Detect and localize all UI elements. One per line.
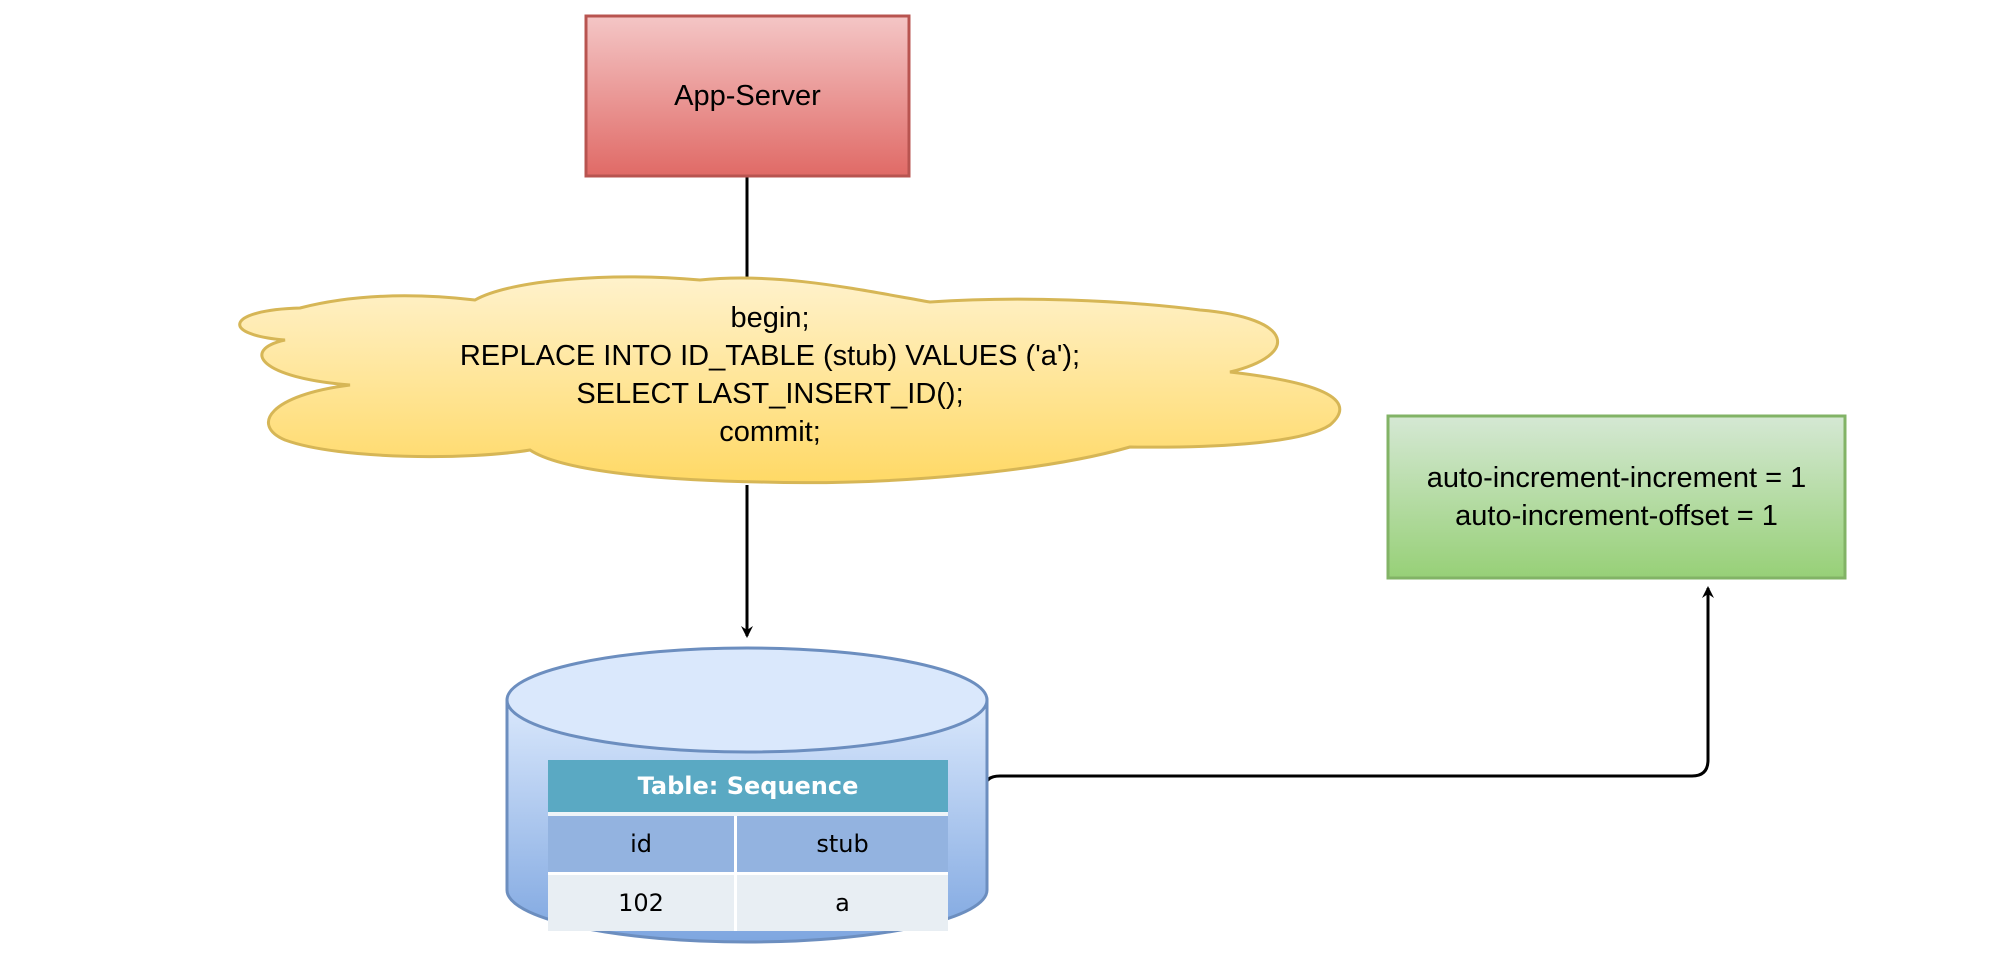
sql-line-replace: REPLACE INTO ID_TABLE (stub) VALUES ('a'… [459,340,1081,372]
cell-id: 102 [548,873,738,931]
column-header-id: id [548,814,738,875]
config-box[interactable] [1386,414,1847,580]
sequence-table: Table: Sequence id stub 102 a [548,760,948,931]
sql-line-select: SELECT LAST_INSERT_ID(); [576,378,964,410]
table-header-row: id stub [548,814,948,875]
sql-statements: begin; REPLACE INTO ID_TABLE (stub) VALU… [240,295,1300,455]
app-server-text: App-Server [674,79,821,112]
config-line-increment: auto-increment-increment = 1 [1426,462,1807,494]
edge-db-to-config [983,586,1714,789]
config-text: auto-increment-increment = 1 auto-increm… [1388,416,1845,578]
column-header-stub: stub [735,814,948,875]
database-cylinder-top [505,646,989,754]
sql-cloud-shape[interactable] [238,275,1342,485]
cell-stub: a [735,873,948,931]
table-title: Table: Sequence [548,760,948,816]
table-row: 102 a [548,873,948,931]
sql-line-commit: commit; [719,416,821,448]
config-line-offset: auto-increment-offset = 1 [1455,500,1778,532]
app-server-box[interactable] [584,14,911,178]
app-server-label: App-Server [586,16,909,176]
sql-line-begin: begin; [730,302,810,334]
